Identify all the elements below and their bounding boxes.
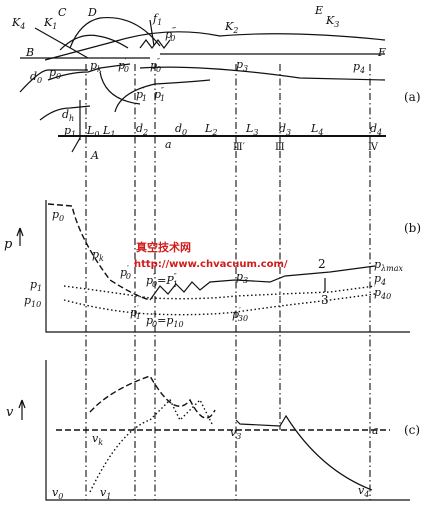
- panel-label-a: (a): [404, 90, 421, 104]
- label-B: B: [25, 46, 34, 59]
- label-d2: d2: [136, 122, 148, 137]
- label-L3: L3: [245, 122, 258, 137]
- v-curve-solid: [235, 414, 373, 491]
- suction-chamber-bottom: [39, 105, 91, 121]
- label-p30p-b: p′30: [232, 306, 248, 323]
- chamber-D: [69, 16, 161, 49]
- panel-label-b: (b): [404, 221, 421, 235]
- label-p10-b: p10: [24, 294, 41, 309]
- label-K3: K3: [325, 14, 339, 29]
- label-d3: d3: [279, 122, 291, 137]
- label-f1: f1: [152, 12, 162, 27]
- p-curve-dotted-1: [63, 285, 376, 300]
- label-plmax: pλmax: [374, 258, 403, 273]
- label-v3: v3: [230, 426, 241, 441]
- f1-wave: [139, 39, 171, 49]
- label-p3-a: p3: [236, 58, 248, 73]
- label-p0pp-a: p″0: [150, 57, 161, 74]
- axis-label-v: v: [6, 405, 14, 420]
- watermark-title: 真空技术网: [136, 240, 191, 254]
- label-p1p-b: p′1: [130, 304, 141, 321]
- label-pk-b: pk: [92, 248, 104, 263]
- label-A: A: [90, 149, 99, 162]
- nozzle-throat-lower: [99, 71, 141, 105]
- label-p3-b: p3: [236, 270, 248, 285]
- axis-c: [45, 360, 410, 501]
- axis-b: [45, 200, 410, 333]
- guide-K4: [34, 27, 89, 59]
- label-p1-b: p1: [30, 278, 42, 293]
- axis-c-arrowhead: [18, 399, 26, 409]
- axis-label-p: p: [4, 237, 13, 252]
- label-L4: L4: [310, 122, 323, 137]
- diffuser-lower-wall: [139, 66, 386, 81]
- label-p0p-b: p′0: [120, 264, 131, 281]
- label-a-panel-a: a: [165, 138, 172, 151]
- label-a-panel-c: a: [372, 424, 379, 437]
- nozzle-outer: [19, 69, 88, 93]
- nozzle-inner-upper: [47, 63, 131, 81]
- panel-label-c: (c): [404, 423, 420, 437]
- label-v0: v0: [52, 486, 63, 501]
- label-p4-b: p4: [374, 272, 386, 287]
- v-curve-dashed: [89, 375, 216, 419]
- label-p0p-a: p′0: [118, 57, 129, 74]
- label-curve-3: 3: [321, 293, 329, 307]
- label-d0-mid: d0: [175, 122, 187, 137]
- label-v4: v4: [358, 484, 369, 499]
- label-K1: K1: [43, 16, 57, 31]
- section-A-arrow: [71, 137, 81, 153]
- label-sec3: Ⅲ: [275, 142, 285, 153]
- label-curve-2: 2: [318, 257, 326, 271]
- label-d4: d4: [370, 122, 382, 137]
- label-p0ppp-a: p‴0: [165, 26, 177, 43]
- label-L2: L2: [204, 122, 217, 137]
- label-vk: vk: [92, 432, 103, 447]
- label-p4-a: p4: [353, 60, 365, 75]
- label-p0-a: p0: [49, 66, 61, 81]
- p-curve-solid: [149, 265, 376, 301]
- axis-b-arrowhead: [16, 227, 24, 237]
- label-p1-a: p1: [64, 124, 76, 139]
- label-sec4: Ⅳ: [368, 142, 379, 153]
- label-K4: K4: [11, 16, 25, 31]
- outer-wall-K2-K3: [44, 31, 386, 61]
- label-p0-b: p0: [52, 208, 64, 223]
- label-dh: dh: [62, 108, 74, 123]
- label-p0pp-p10-b: p″0=p10: [146, 312, 184, 329]
- watermark-url: http://www.chvacuum.com/: [134, 259, 288, 270]
- label-p1p-a: p′1: [136, 86, 147, 103]
- construction-lines: [85, 64, 371, 500]
- chamber-C: [59, 34, 129, 51]
- label-C: C: [58, 6, 67, 19]
- label-p0pp-eq: p″0=P″1: [146, 272, 178, 289]
- label-L1: L1: [102, 124, 115, 139]
- label-pk-a: pk: [90, 59, 102, 74]
- p-curve-dashed: [47, 203, 151, 301]
- label-p1pp-a: p″1: [154, 86, 165, 103]
- label-E: E: [314, 4, 323, 17]
- label-K2: K2: [224, 20, 238, 35]
- label-D: D: [87, 6, 97, 19]
- label-d0-left: d0: [30, 70, 42, 85]
- label-L0: L0: [86, 124, 99, 139]
- panel-a-geometry: [19, 16, 386, 153]
- label-sec3p: Ⅲ′: [233, 142, 246, 153]
- f1-pointer: [149, 19, 155, 47]
- label-F: F: [377, 46, 386, 59]
- label-v1: v1: [100, 486, 111, 501]
- label-p40-b: p40: [374, 286, 391, 301]
- v-curve-dotted: [89, 398, 213, 493]
- panel-c-geometry: [18, 360, 410, 501]
